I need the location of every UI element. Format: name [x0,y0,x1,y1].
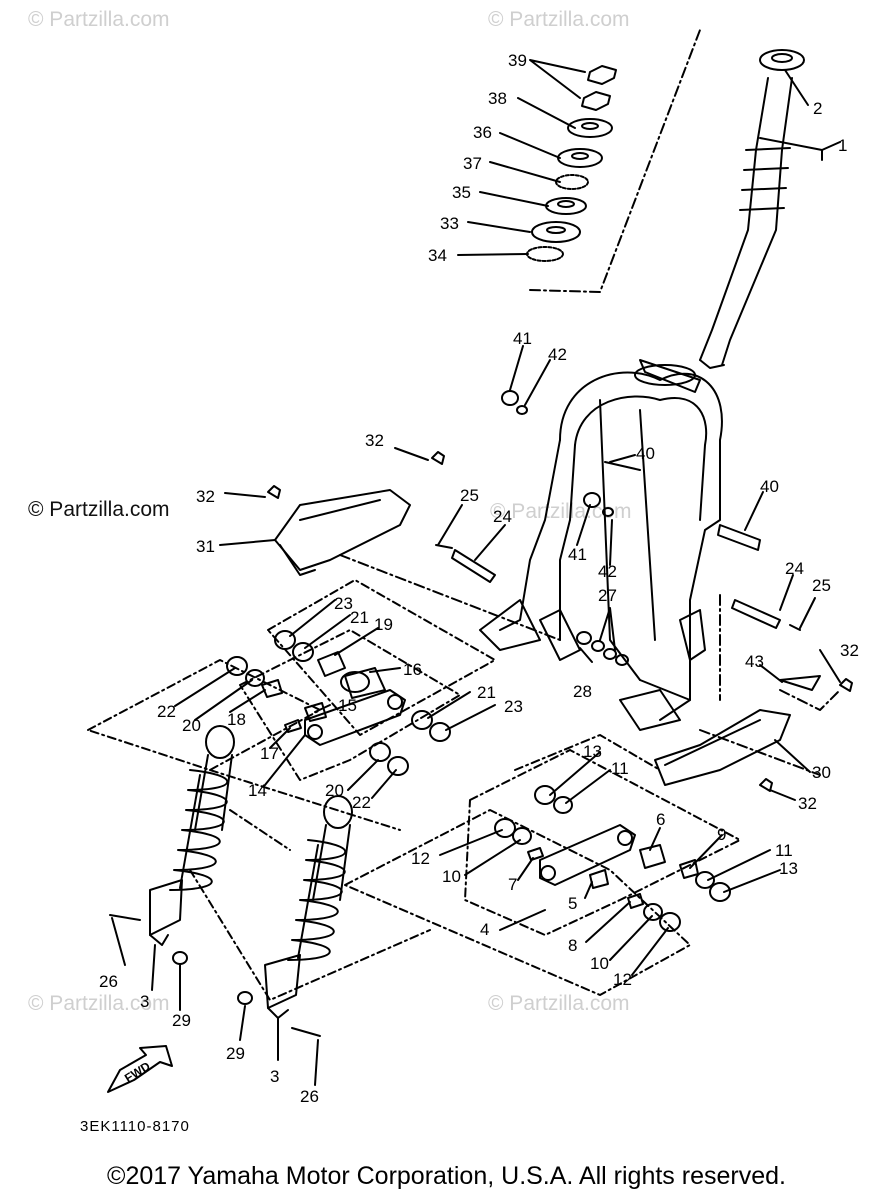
callout-3-b: 3 [270,1067,280,1086]
guard-31 [274,489,411,576]
fork-frame [479,359,723,731]
callout-43: 43 [745,652,764,671]
callout-10-b: 10 [590,954,609,973]
callout-8: 8 [568,936,578,955]
callout-10-a: 10 [442,867,461,886]
callout-15: 15 [338,696,357,715]
callout-7: 7 [508,875,518,894]
watermark-top-right: © Partzilla.com [488,8,630,31]
callout-25-b: 25 [812,576,831,595]
callout-38: 38 [488,89,507,108]
callout-2: 2 [813,99,823,118]
bearing-stack [526,65,617,262]
callout-22-a: 22 [157,702,176,721]
callout-24-a: 24 [493,507,512,526]
callout-16: 16 [403,660,422,679]
callout-31: 31 [196,537,215,556]
steering-shaft [699,49,805,369]
callout-29-b: 29 [226,1044,245,1063]
callout-11-a: 11 [611,759,629,778]
callout-28: 28 [573,682,592,701]
callout-1: 1 [838,136,848,155]
callout-14: 14 [248,781,267,800]
callout-32-c: 32 [840,641,859,660]
callout-19: 19 [374,615,393,634]
callout-20-a: 20 [182,716,201,735]
callout-5: 5 [568,894,578,913]
callout-12-b: 12 [613,970,632,989]
callout-11-b: 11 [775,841,793,860]
callout-30: 30 [812,763,831,782]
watermark-bottom-left: © Partzilla.com [28,992,170,1015]
callout-41: 41 [513,329,532,348]
callout-32-d: 32 [798,794,817,813]
callout-20-b: 20 [325,781,344,800]
callout-42-b: 42 [598,562,617,581]
callout-35: 35 [452,183,471,202]
callout-27: 27 [598,586,617,605]
callout-32-a: 32 [365,431,384,450]
callout-36: 36 [473,123,492,142]
callout-40-a: 40 [636,444,655,463]
diagram-code: 3EK1110-8170 [80,1118,190,1135]
guard-30 [654,709,791,786]
callout-21-b: 21 [477,683,496,702]
callout-3-a: 3 [140,992,150,1011]
callout-13-a: 13 [583,742,602,761]
callout-32-b: 32 [196,487,215,506]
callout-23-b: 23 [504,697,523,716]
callout-40-b: 40 [760,477,779,496]
link-arm-14 [304,671,406,746]
callout-4: 4 [480,920,490,939]
callout-41-b: 41 [568,545,587,564]
callout-21-a: 21 [350,608,369,627]
callout-29-a: 29 [172,1011,191,1030]
watermark-middle-left: © Partzilla.com [28,498,170,521]
callout-13-b: 13 [779,859,798,878]
callout-24-b: 24 [785,559,804,578]
callout-6: 6 [656,810,666,829]
callout-42: 42 [548,345,567,364]
callout-33: 33 [440,214,459,233]
callout-22-b: 22 [352,793,371,812]
fwd-arrow-icon [107,1045,173,1093]
callout-26-b: 26 [300,1087,319,1106]
copyright-notice: ©2017 Yamaha Motor Corporation, U.S.A. A… [107,1162,786,1190]
callout-18: 18 [227,710,246,729]
callout-37: 37 [463,154,482,173]
link-arm-4 [539,824,636,886]
callout-23-a: 23 [334,594,353,613]
shock-absorber-right [237,795,353,1037]
callout-17: 17 [260,744,279,763]
shock-absorber-left [109,725,235,965]
callout-39: 39 [508,51,527,70]
callout-9: 9 [717,825,727,844]
callout-25-a: 25 [460,486,479,505]
callout-34: 34 [428,246,447,265]
callout-26-a: 26 [99,972,118,991]
callout-12-a: 12 [411,849,430,868]
watermark-top-left: © Partzilla.com [28,8,170,31]
watermark-bottom-right: © Partzilla.com [488,992,630,1015]
